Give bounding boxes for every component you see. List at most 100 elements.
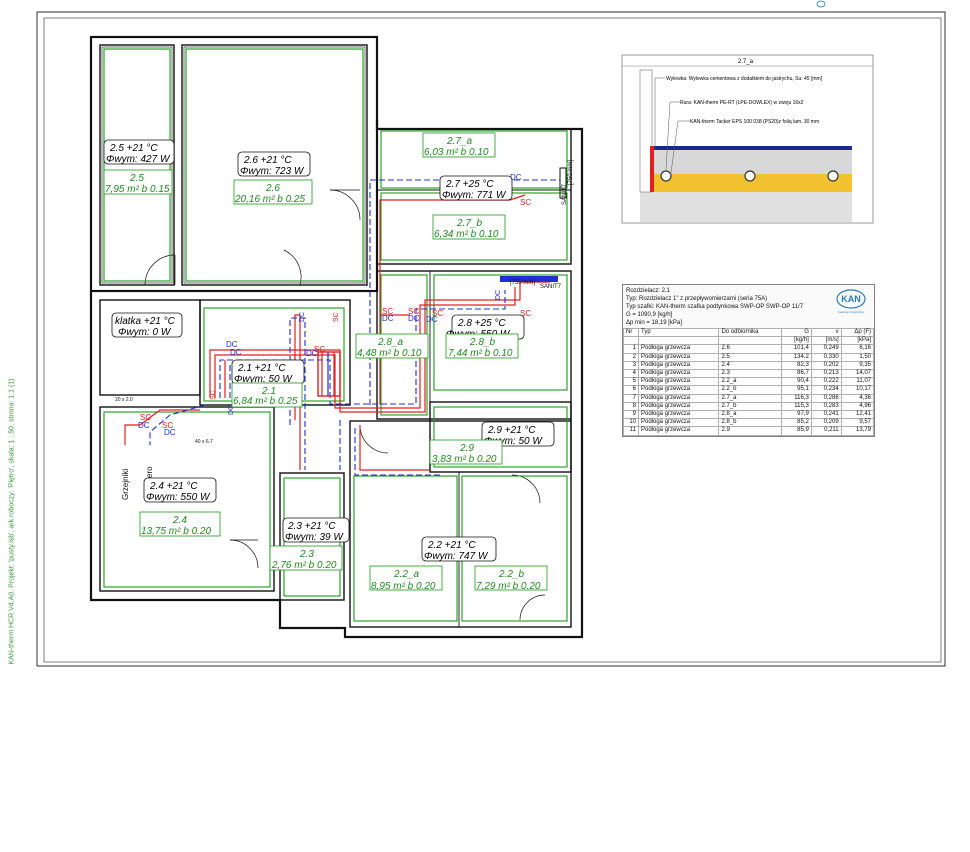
section-layer-screed: Wylewka: Wylewka cementowa z dodatkiem d… — [666, 76, 823, 82]
walls — [89, 35, 584, 639]
table-cell: 9,35 — [840, 360, 875, 371]
table-cell: Podłoga grzewcza — [637, 369, 720, 379]
loop-label-box — [429, 439, 503, 465]
table-cell: 0,330 — [810, 352, 842, 362]
table-cell: Podłoga grzewcza — [637, 393, 720, 403]
room-heat-demand: Φwym: 0 W — [118, 327, 172, 338]
top-kan-icon — [816, 0, 826, 8]
table-cell: 90,4 — [781, 377, 812, 387]
table-cell: 5 — [623, 377, 639, 387]
table-cell: 11 — [623, 426, 639, 436]
dimension-label: 40 x 6.7 — [195, 439, 213, 445]
loop-area: 7,29 m² b 0.20 — [476, 581, 541, 592]
pipe-labels: DC SC SC DC SC DC SC DC SC DC DC SC DC S… — [115, 160, 574, 500]
table-cell: Podłoga grzewcza — [637, 352, 720, 362]
sheet-border — [36, 11, 946, 667]
loop-name: 2.6 — [265, 183, 280, 194]
room-label-box — [421, 536, 497, 562]
loop-name: 2.8_a — [377, 337, 403, 348]
room-heat-demand: Φwym: 550 W — [146, 492, 211, 503]
dc-vertical-label: DC — [228, 405, 235, 415]
loop-name: 2.9 — [459, 443, 474, 454]
table-cell: 101,4 — [781, 344, 812, 354]
dimension-label: 20 x 2.0 — [115, 397, 133, 403]
unit-cell: [kg/h] — [781, 336, 812, 346]
loop-area: 6,03 m² b 0.10 — [424, 147, 489, 158]
table-cell: Podłoga grzewcza — [637, 377, 720, 387]
room-temp: 2.7 +25 °C — [445, 179, 494, 190]
sc-label: SC — [520, 309, 531, 318]
table-cell: 7 — [623, 393, 639, 403]
room-heat-demand: Φwym: 50 W — [484, 436, 543, 447]
col-g: G — [781, 327, 812, 338]
unit-cell — [623, 336, 639, 346]
room-label-box — [282, 517, 350, 543]
table-cell: 97,9 — [781, 410, 812, 420]
room-label-box — [143, 477, 217, 503]
loop-area: 3,83 m² b 0.20 — [432, 454, 497, 465]
room-heat-demand: Φwym: 427 W — [106, 154, 171, 165]
sc-label: SC — [140, 413, 151, 422]
floor-plan-sheet: DC SC SC DC SC DC SC DC SC DC DC SC DC S… — [36, 0, 946, 667]
loop-area: 20,16 m² b 0.25 — [234, 194, 305, 205]
loop-label-box — [355, 333, 429, 359]
col-dp: Δp (F) — [840, 327, 875, 338]
table-cell: 82,3 — [781, 360, 812, 371]
loop-area: 13,75 m² b 0.20 — [141, 526, 211, 537]
table-cell: Podłoga grzewcza — [637, 360, 720, 371]
loop-name: 2.5 — [129, 173, 144, 184]
table-cell: Podłoga grzewcza — [637, 385, 720, 395]
loop-label-box — [269, 545, 343, 571]
dc-label: DC — [408, 314, 420, 323]
table-cell: 9,57 — [840, 418, 875, 428]
loop-area: 6,34 m² b 0.10 — [434, 229, 499, 240]
room-label-box — [111, 312, 183, 338]
table-cell: 0,249 — [810, 344, 842, 354]
table-cell: Podłoga grzewcza — [637, 410, 720, 420]
table-cell: 95,1 — [781, 385, 812, 395]
dimension-vertical-label: [750 mm] — [568, 160, 574, 185]
table-cell: 12,41 — [840, 410, 875, 420]
loop-label-box — [432, 214, 506, 240]
dc-vertical-label: DC — [299, 312, 306, 322]
sc-label: SC — [520, 198, 531, 207]
table-cell: 4 — [623, 369, 639, 379]
col-nr: Nr — [623, 327, 639, 338]
table-cell: 0,286 — [810, 393, 842, 403]
table-cell: 11,07 — [840, 377, 875, 387]
loop-label-box — [231, 382, 303, 408]
col-type: Typ — [637, 327, 720, 338]
table-cell: 0,222 — [810, 377, 842, 387]
manifold-pressure: Δp min = 18,19 [kPa] — [626, 320, 682, 326]
table-cell: 2 — [623, 352, 639, 362]
table-cell: 115,3 — [781, 401, 812, 412]
room-label-box — [103, 139, 175, 165]
loop-area: 2,76 m² b 0.20 — [271, 560, 337, 571]
loop-label-box — [233, 179, 313, 205]
room-heat-demand: Φwym: 39 W — [285, 532, 344, 543]
table-cell: Podłoga grzewcza — [637, 418, 720, 428]
unit-cell — [637, 336, 720, 346]
table-units-row: [kg/h] [m/s] [kPa] — [623, 336, 875, 346]
dc-label: DC — [510, 173, 522, 182]
table-cell: 2.3 — [718, 369, 783, 379]
room-temp: 2.6 +21 °C — [243, 155, 292, 166]
dc-label: DC — [164, 428, 176, 437]
table-cell: 134,2 — [781, 352, 812, 362]
col-target: Do odbiornika — [718, 327, 783, 338]
dc-label: DC — [426, 315, 438, 324]
room-temp: 2.4 +21 °C — [149, 481, 198, 492]
unit-cell: [m/s] — [810, 336, 842, 346]
room-temp: 2.5 +21 °C — [109, 143, 158, 154]
sc-label: SC — [432, 309, 443, 318]
table-cell: 2.8_b — [718, 418, 783, 428]
loop-name: 2.7_a — [446, 136, 472, 147]
section-layer-pipe: Rura: KAN-therm PE-RT (LPE-DOWLEX) w zwo… — [680, 100, 804, 106]
loop-area: 7,95 m² b 0.15 — [105, 184, 170, 195]
sheet-side-label: KAN-therm HCR V4.A0. Projekt: 'pusty.isb… — [8, 378, 16, 665]
